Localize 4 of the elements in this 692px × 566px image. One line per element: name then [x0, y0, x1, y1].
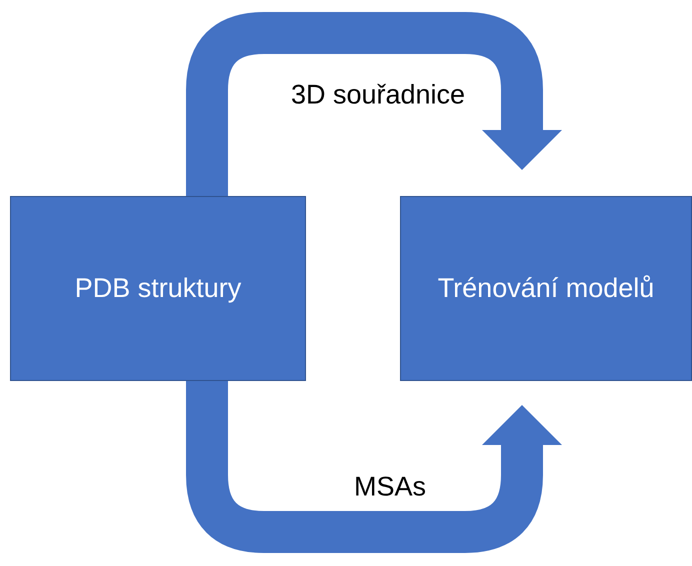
box-label: Trénování modelů: [436, 272, 656, 305]
process-box: [10, 196, 306, 381]
process-box: [400, 196, 692, 381]
box-label: PDB struktury: [74, 272, 242, 305]
